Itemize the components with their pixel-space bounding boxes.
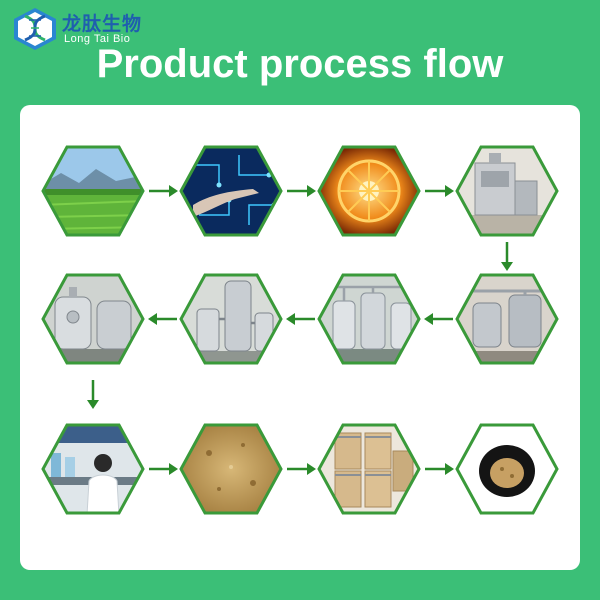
arrow-down [500,240,514,272]
step-storage-tanks [41,273,145,365]
arrow-left [147,312,179,326]
filtration-vessels-photo-icon [317,273,421,365]
step-raw-material [41,145,145,237]
step-technology [179,145,283,237]
arrow-right [285,184,317,198]
arrow-right [423,184,455,198]
arrow-right [423,462,455,476]
dna-logo-icon [14,8,56,50]
arrow-right [285,462,317,476]
step-evaporation [179,273,283,365]
arrow-right [147,462,179,476]
step-powder-product [179,423,283,515]
powder-dish-photo-icon [455,423,559,515]
extraction-turbine-photo-icon [317,145,421,237]
arrow-right [147,184,179,198]
crushing-machine-photo-icon [455,145,559,237]
step-packaging [317,423,421,515]
brand-logo: 龙肽生物 Long Tai Bio [10,6,210,50]
technology-hand-photo-icon [179,145,283,237]
step-lab-testing [41,423,145,515]
step-final-product [455,423,559,515]
step-reaction [455,273,559,365]
powder-product-photo-icon [179,423,283,515]
steel-tanks-photo-icon [41,273,145,365]
step-extraction [317,145,421,237]
packaging-drums-photo-icon [317,423,421,515]
raw-material-field-photo-icon [41,145,145,237]
arrow-left [285,312,317,326]
evaporator-photo-icon [179,273,283,365]
step-filtration [317,273,421,365]
brand-name-chinese: 龙肽生物 [62,13,143,35]
brand-name-english: Long Tai Bio [64,33,131,45]
page-title: Product process flow [96,42,504,86]
arrow-down [86,378,100,410]
reaction-tanks-photo-icon [455,273,559,365]
process-panel [20,105,580,570]
arrow-left [423,312,455,326]
lab-testing-photo-icon [41,423,145,515]
step-crushing [455,145,559,237]
